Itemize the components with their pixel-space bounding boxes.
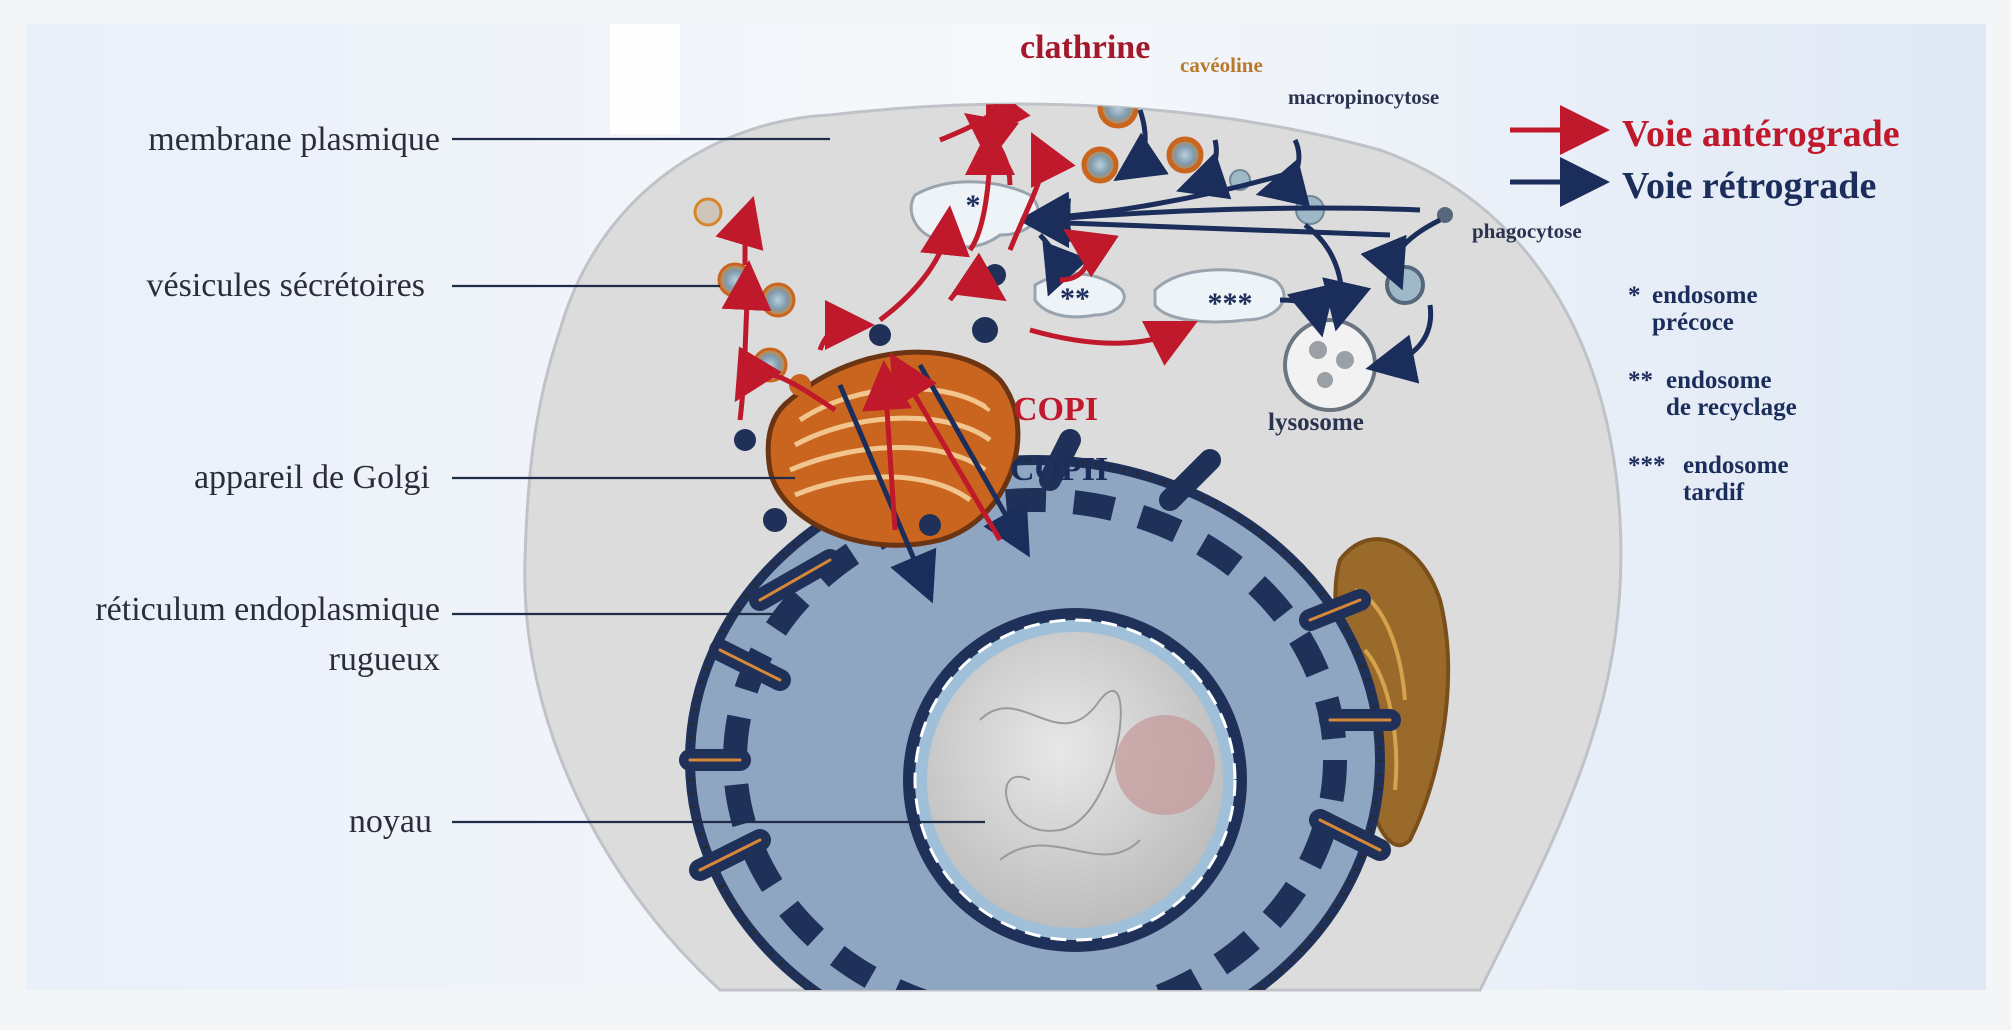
anterograde-arrows xyxy=(715,104,1198,542)
label-macropinocytosis: macropinocytose xyxy=(1288,85,1439,109)
label-clathrin: clathrine xyxy=(1020,29,1150,66)
legend-anterograde-label: Voie antérograde xyxy=(1622,113,1900,155)
mark-late-endosome: *** xyxy=(1208,287,1253,320)
label-secretory-vesicles: vésicules sécrétoires xyxy=(147,267,426,304)
left-labels: membrane plasmique vésicules sécrétoires… xyxy=(95,121,985,840)
label-rer-line2: rugueux xyxy=(329,641,440,678)
label-golgi: appareil de Golgi xyxy=(194,459,430,496)
note-recycling-mark: ** xyxy=(1628,367,1653,394)
note-late-line1: endosome xyxy=(1683,452,1789,479)
late-endosome xyxy=(1153,268,1286,324)
mark-recycling-endosome: ** xyxy=(1060,282,1090,315)
label-copii: COPII xyxy=(1010,451,1108,488)
nucleolus xyxy=(1115,715,1215,815)
inner-labels: clathrine cavéoline macropinocytose phag… xyxy=(966,29,1582,488)
legend-retrograde-label: Voie rétrograde xyxy=(1622,165,1876,207)
label-rer-line1: réticulum endoplasmique xyxy=(95,591,440,628)
label-plasma-membrane: membrane plasmique xyxy=(148,121,440,158)
note-early-line2: précoce xyxy=(1652,309,1734,336)
label-phagocytosis: phagocytose xyxy=(1472,219,1582,243)
label-lysosome: lysosome xyxy=(1268,409,1364,436)
note-recycling-line2: de recyclage xyxy=(1666,394,1797,421)
label-caveolin: cavéoline xyxy=(1180,53,1263,77)
label-copi: COPI xyxy=(1013,391,1098,428)
legend: Voie antérograde Voie rétrograde * endos… xyxy=(1510,105,1900,506)
note-late-line2: tardif xyxy=(1683,479,1745,506)
label-nucleus: noyau xyxy=(349,803,432,840)
note-recycling-line1: endosome xyxy=(1666,367,1772,394)
note-early-line1: endosome xyxy=(1652,282,1758,309)
note-late-mark: *** xyxy=(1628,452,1666,479)
mark-early-endosome: * xyxy=(966,189,981,222)
nucleus xyxy=(903,608,1247,952)
note-early-mark: * xyxy=(1628,282,1641,309)
lysosome-organelle xyxy=(1283,318,1377,412)
